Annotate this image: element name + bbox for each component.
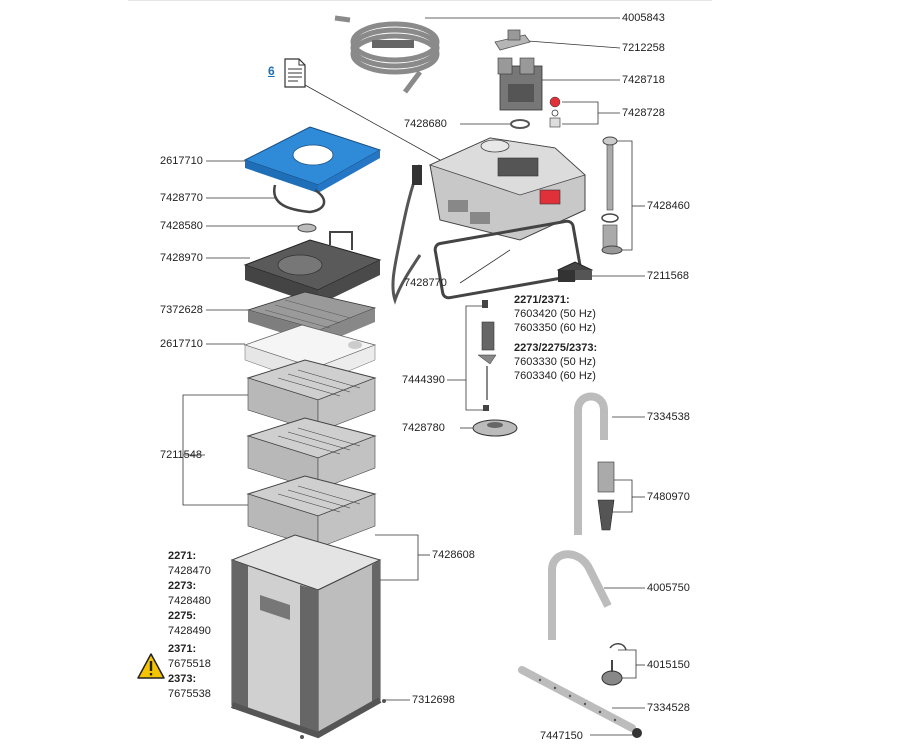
label-o-ring-top: 7428680: [404, 118, 447, 130]
label-lid-seal: 7428770: [160, 192, 203, 204]
intake-strainer: [597, 461, 615, 531]
label-knob: 7428580: [160, 220, 203, 232]
label-canister-handles: 7428608: [432, 549, 475, 561]
valve-block: [497, 57, 543, 111]
label-pump-head-seal: 7428770: [404, 277, 447, 289]
canister-model-2: 2273:: [168, 580, 197, 592]
impeller-group1-line2: 7603350 (60 Hz): [514, 322, 596, 334]
lid-seal: [273, 184, 326, 214]
filter-basket-1: [246, 359, 377, 433]
impeller-group2-line2: 7603340 (60 Hz): [514, 370, 596, 382]
label-intake-pipe: 4005750: [647, 582, 690, 594]
label-filter-baskets: 7211548: [160, 449, 203, 461]
label-telescopic-intake: 7428460: [647, 200, 690, 212]
canister-model-3: 2275:: [168, 610, 197, 622]
suction-cups: [601, 643, 627, 686]
filter-basket-3: [246, 475, 377, 549]
canister-part-1: 7428470: [168, 565, 211, 577]
document-icon[interactable]: [284, 58, 306, 88]
impeller-bottom: [472, 419, 518, 437]
o-ring-top: [510, 119, 530, 129]
canister-model-5: 2373:: [168, 673, 197, 685]
power-cable: [391, 164, 422, 305]
label-intake-strainer: 7480970: [647, 491, 690, 503]
end-cap: [632, 728, 642, 738]
label-valve-block: 7428718: [622, 74, 665, 86]
blue-filter-pad: [243, 126, 382, 193]
canister-model-4: 2371:: [168, 643, 197, 655]
label-end-cap: 7447150: [540, 730, 583, 742]
label-feet: 7312698: [412, 694, 455, 706]
label-fleece-pad: 2617710: [160, 338, 203, 350]
canister-part-3: 7428490: [168, 625, 211, 637]
label-impeller-bottom: 7428780: [402, 422, 445, 434]
telescopic-intake: [601, 136, 623, 255]
reference-link[interactable]: 6: [268, 64, 275, 78]
intake-pipe: [548, 550, 612, 640]
canister-part-2: 7428480: [168, 595, 211, 607]
label-outflow-pipe: 7334538: [647, 411, 690, 423]
label-suction-cups: 4015150: [647, 659, 690, 671]
canister-part-5: 7675538: [168, 688, 211, 700]
label-hose: 4005843: [622, 12, 665, 24]
warning-icon: [137, 653, 165, 679]
label-lid-tray: 7428970: [160, 252, 203, 264]
label-impeller-shaft: 7444390: [402, 374, 445, 386]
impeller-group1-title: 2271/2371:: [514, 294, 570, 306]
impeller-cover: [556, 261, 594, 282]
hose-brand-band: [372, 40, 414, 48]
o-rings-small: [549, 96, 561, 128]
label-adapter-clip: 7212258: [622, 42, 665, 54]
feet: [232, 699, 386, 739]
canister-part-4: 7675518: [168, 658, 211, 670]
pump-head-seal: [433, 219, 583, 300]
leader-lines: [182, 17, 645, 736]
label-top-basket: 7372628: [160, 304, 203, 316]
impeller-group1-line1: 7603420 (50 Hz): [514, 308, 596, 320]
knob: [297, 223, 317, 233]
spray-bar: [518, 666, 636, 732]
canister: [230, 534, 382, 739]
pump-head: [428, 137, 586, 241]
adapter-clip: [494, 29, 531, 51]
impeller-group2-title: 2273/2275/2373:: [514, 342, 598, 354]
impeller-shaft: [477, 300, 497, 411]
filter-basket-2: [246, 417, 377, 491]
label-o-rings-small: 7428728: [622, 107, 665, 119]
label-blue-filter-pad: 2617710: [160, 155, 203, 167]
label-impeller-cover: 7211568: [647, 270, 690, 282]
power-plug: [412, 165, 422, 185]
impeller-group2-line1: 7603330 (50 Hz): [514, 356, 596, 368]
hose-coil: [334, 15, 440, 94]
canister-model-1: 2271:: [168, 550, 197, 562]
outflow-pipe: [574, 392, 608, 535]
label-spray-bar: 7334528: [647, 702, 690, 714]
